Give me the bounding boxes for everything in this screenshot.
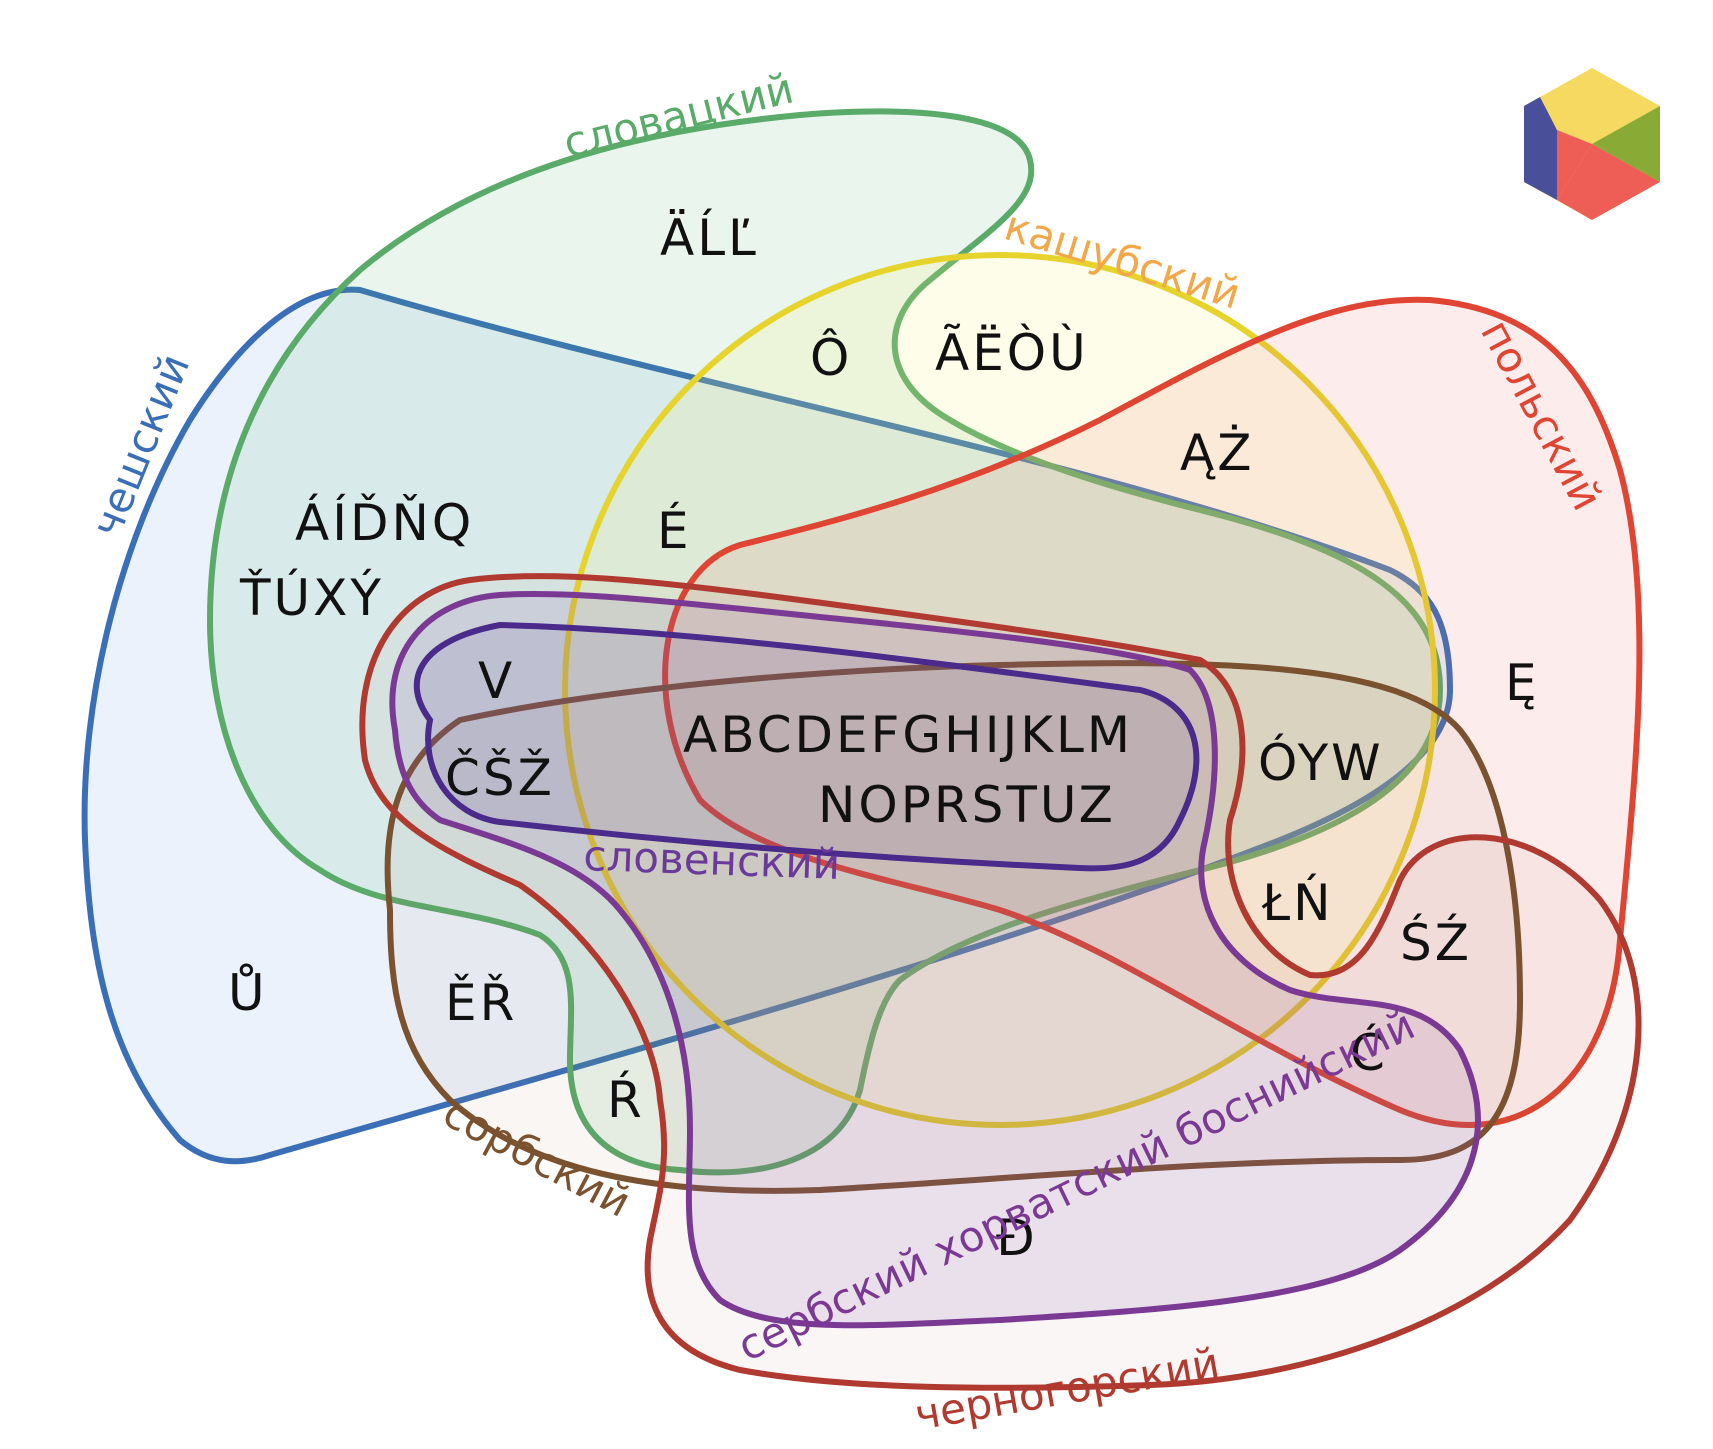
letters-slovenian-extra: V xyxy=(478,652,515,710)
letters-common-row1: ABCDEFGHIJKLM xyxy=(683,706,1133,764)
sbh-region xyxy=(389,591,1481,1329)
slovak-region xyxy=(206,108,1444,1176)
letters-sz: ŚŹ xyxy=(1400,913,1472,972)
letters-polish-only: Ę xyxy=(1505,654,1540,712)
letters-czech-only: Ů xyxy=(228,963,268,1022)
letters-common-row2: NOPRSTUZ xyxy=(818,776,1116,834)
letters-czech-sorbian: ĚŘ xyxy=(445,973,517,1032)
letters-czech-slovak-row2: ŤÚXÝ xyxy=(239,568,384,627)
letters-d-stroke: Đ xyxy=(996,1209,1038,1267)
logo-hexagon xyxy=(1524,68,1660,220)
montenegrin-region xyxy=(359,573,1642,1391)
letters-ln: ŁŃ xyxy=(1261,873,1334,932)
kashubian-region xyxy=(562,252,1438,1128)
letters-czech-slovak-row1: ÁÍĎŇQ xyxy=(295,493,474,552)
letters-r-acute: Ŕ xyxy=(607,1070,645,1129)
letters-kashubian-only: ÃËÒÙ xyxy=(935,323,1089,382)
letters-oyw: ÓYW xyxy=(1258,733,1384,792)
letters-kashubian-polish: ĄŻ xyxy=(1180,424,1254,482)
label-slovenian: словенский xyxy=(583,831,841,889)
letters-c-acute: Ć xyxy=(1350,1023,1388,1082)
letters-slovak-only: ÄĹĽ xyxy=(660,208,759,267)
slovenian-region xyxy=(413,621,1200,872)
letters-caron-group: ČŠŽ xyxy=(445,748,555,807)
letters-slovak-kashubian: Ô xyxy=(810,328,852,387)
letters-czech-slovak-kashubian: É xyxy=(657,501,692,560)
